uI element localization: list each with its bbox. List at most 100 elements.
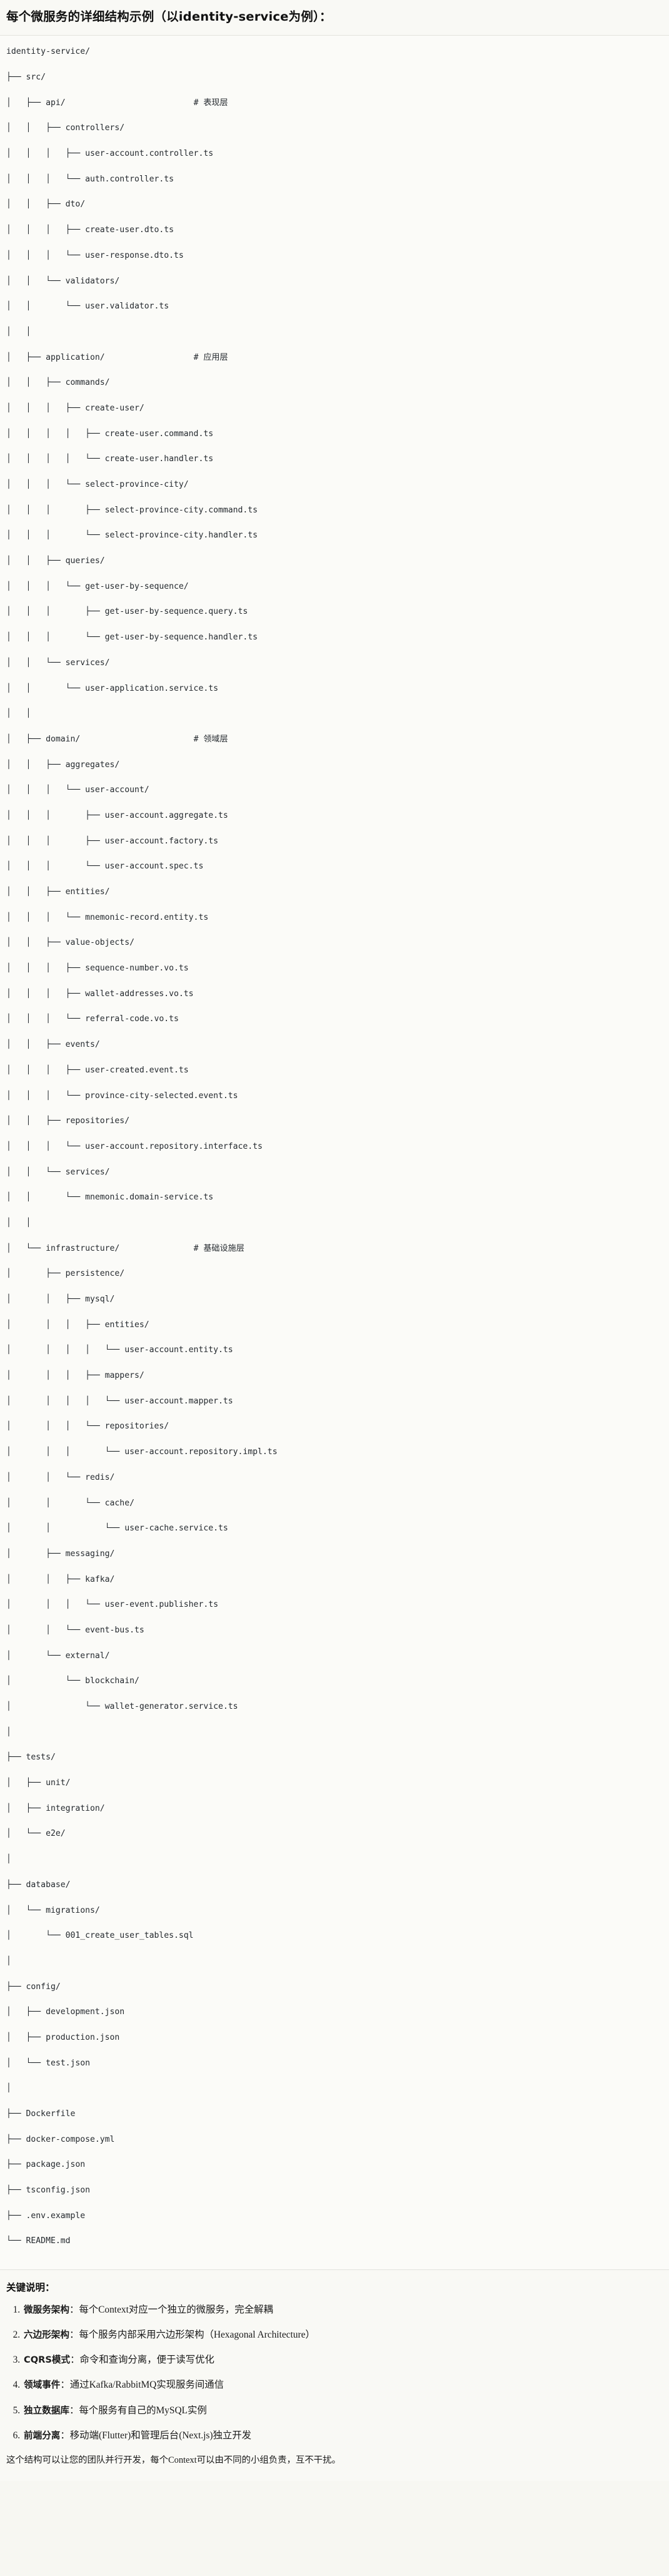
- tree-line: │ ├── production.json: [6, 2032, 120, 2042]
- key-note-term: 前端分离: [24, 2430, 61, 2441]
- tree-line-path: │ └── infrastructure/: [6, 1243, 194, 1253]
- key-note-term: 微服务架构: [24, 2304, 69, 2316]
- key-note-text: ：通过Kafka/RabbitMQ实现服务间通信: [60, 2380, 224, 2391]
- tree-line: ├── Dockerfile: [6, 2109, 76, 2119]
- key-note-text: ：移动端(Flutter)和管理后台(Next.js)独立开发: [60, 2430, 252, 2441]
- directory-tree: identity-service/ ├── src/ │ ├── api/ # …: [6, 46, 663, 2261]
- tree-line: │ │: [6, 1218, 31, 1228]
- tree-line: │ └── infrastructure/ # 基础设施层: [6, 1243, 663, 1255]
- tree-line: │ │ │ │ ├── create-user.command.ts: [6, 429, 214, 439]
- tree-line: │ │: [6, 327, 31, 337]
- key-note-text: ：每个Context对应一个独立的微服务，完全解耦: [69, 2304, 273, 2316]
- tree-line: │ ├── domain/ # 领域层: [6, 733, 663, 746]
- tree-line: │ └── blockchain/: [6, 1676, 139, 1686]
- tree-line-path: │ ├── api/: [6, 98, 194, 108]
- tree-line: ├── package.json: [6, 2160, 86, 2170]
- tree-line: │ ├── messaging/: [6, 1549, 115, 1559]
- tree-line: │ │ │ └── province-city-selected.event.t…: [6, 1091, 238, 1101]
- tree-line: │ │ │ └── auth.controller.ts: [6, 174, 174, 184]
- tree-line: │ └── e2e/: [6, 1829, 66, 1839]
- key-note-item: 微服务架构：每个Context对应一个独立的微服务，完全解耦: [23, 2303, 663, 2317]
- tree-line: │: [6, 2084, 11, 2094]
- tree-line: │ │ ├── commands/: [6, 378, 110, 388]
- tree-line: │ ├── persistence/: [6, 1269, 125, 1279]
- tree-line: ├── config/: [6, 1982, 61, 1992]
- tree-line: │ ├── application/ # 应用层: [6, 352, 663, 364]
- key-note-text: ：命令和查询分离，便于读写优化: [70, 2355, 214, 2366]
- tree-line-comment: # 应用层: [193, 352, 228, 362]
- tree-line: │ │ │ └── user-account/: [6, 785, 149, 795]
- tree-line: ├── src/: [6, 73, 46, 82]
- tree-line: │ │ │ └── select-province-city.handler.t…: [6, 531, 258, 541]
- tree-line: │ │ │ └── referral-code.vo.ts: [6, 1014, 179, 1024]
- tree-line: │ └── wallet-generator.service.ts: [6, 1702, 238, 1711]
- tree-line: │ │ ├── value-objects/: [6, 938, 134, 948]
- tree-line: │ │ ├── mysql/: [6, 1295, 115, 1304]
- tree-line: │ │ └── redis/: [6, 1472, 115, 1482]
- tree-line: │ │ └── services/: [6, 658, 110, 668]
- tree-line: │ │ └── user-application.service.ts: [6, 683, 218, 693]
- tree-line: │ │: [6, 709, 31, 719]
- tree-line: │ │ ├── queries/: [6, 556, 105, 566]
- tree-line: │ │ │ └── user-account.repository.impl.t…: [6, 1447, 278, 1457]
- tree-line: │ │ ├── dto/: [6, 200, 86, 210]
- tree-line: │ │ │ │ └── user-account.entity.ts: [6, 1345, 233, 1355]
- tree-line: │: [6, 1956, 11, 1966]
- tree-line: │ └── migrations/: [6, 1905, 100, 1915]
- tree-line: ├── .env.example: [6, 2211, 86, 2221]
- tree-line: │ │ ├── controllers/: [6, 123, 125, 133]
- tree-line: │ │ │ └── get-user-by-sequence.handler.t…: [6, 633, 258, 643]
- tree-line: │ │ └── user.validator.ts: [6, 302, 169, 312]
- tree-line: │ │ │ └── get-user-by-sequence/: [6, 581, 189, 591]
- tree-line: ├── tsconfig.json: [6, 2186, 91, 2196]
- tree-line: │ │ └── user-cache.service.ts: [6, 1524, 228, 1534]
- key-note-text: ：每个服务有自己的MySQL实例: [69, 2405, 207, 2416]
- tree-line: │ │ │ └── repositories/: [6, 1422, 169, 1432]
- tree-line: │ │ ├── aggregates/: [6, 760, 120, 770]
- tree-line: │ │ │ │ └── create-user.handler.ts: [6, 454, 214, 464]
- tree-line: │ │ ├── repositories/: [6, 1116, 130, 1126]
- tree-line-comment: # 领域层: [193, 734, 228, 744]
- tree-line: │: [6, 1727, 11, 1737]
- tree-line: identity-service/: [6, 47, 91, 57]
- tree-line: └── README.md: [6, 2236, 71, 2246]
- key-note-item: 六边形架构：每个服务内部采用六边形架构（Hexagonal Architectu…: [23, 2328, 663, 2342]
- tree-line: │ │ │ ├── user-account.aggregate.ts: [6, 810, 228, 820]
- tree-line: │ │ │ ├── get-user-by-sequence.query.ts: [6, 607, 248, 617]
- key-note-item: 领域事件：通过Kafka/RabbitMQ实现服务间通信: [23, 2378, 663, 2392]
- tree-line: │ │ ├── events/: [6, 1040, 100, 1050]
- tree-line: │ │ │ ├── select-province-city.command.t…: [6, 505, 258, 515]
- key-note-item: 前端分离：移动端(Flutter)和管理后台(Next.js)独立开发: [23, 2428, 663, 2443]
- key-note-text: ：每个服务内部采用六边形架构（Hexagonal Architecture）: [69, 2329, 315, 2341]
- tree-line: │ ├── development.json: [6, 2007, 125, 2017]
- tree-line-path: │ ├── application/: [6, 352, 194, 362]
- key-note-term: CQRS模式: [24, 2355, 71, 2366]
- tree-line: │ │ │ ├── user-account.factory.ts: [6, 836, 218, 846]
- tree-line-path: │ ├── domain/: [6, 734, 194, 744]
- tree-line: │ ├── integration/: [6, 1803, 105, 1813]
- key-note-term: 独立数据库: [24, 2405, 69, 2416]
- tree-line: │ ├── unit/: [6, 1778, 71, 1788]
- tree-line: │ │ │ └── user-account.spec.ts: [6, 862, 204, 872]
- tree-line: │ │ │ ├── user-account.controller.ts: [6, 149, 214, 159]
- tree-line: │ │ └── validators/: [6, 276, 120, 286]
- tree-line: │ │ │ └── user-event.publisher.ts: [6, 1600, 218, 1610]
- tree-line: ├── database/: [6, 1880, 71, 1890]
- tree-line: │: [6, 1855, 11, 1865]
- directory-tree-block: identity-service/ ├── src/ │ ├── api/ # …: [0, 36, 669, 2271]
- tree-line: │ │ │ └── mnemonic-record.entity.ts: [6, 912, 209, 922]
- key-notes-list: 微服务架构：每个Context对应一个独立的微服务，完全解耦六边形架构：每个服务…: [6, 2303, 663, 2443]
- tree-line: │ │ │ ├── mappers/: [6, 1371, 144, 1381]
- tree-line: │ │ │ ├── create-user.dto.ts: [6, 225, 174, 235]
- tree-line: │ │ │ ├── sequence-number.vo.ts: [6, 964, 189, 974]
- tree-line: │ │ └── cache/: [6, 1498, 134, 1508]
- key-notes-section: 关键说明： 微服务架构：每个Context对应一个独立的微服务，完全解耦六边形架…: [0, 2270, 669, 2482]
- tree-line: │ │ │ ├── user-created.event.ts: [6, 1065, 189, 1075]
- closing-paragraph: 这个结构可以让您的团队并行开发，每个Context可以由不同的小组负责，互不干扰…: [6, 2455, 341, 2465]
- tree-line: │ └── test.json: [6, 2058, 91, 2068]
- tree-line: │ ├── api/ # 表现层: [6, 97, 663, 109]
- tree-line: │ │ │ └── user-account.repository.interf…: [6, 1141, 263, 1151]
- tree-line: │ │ │ └── select-province-city/: [6, 480, 189, 489]
- tree-line: │ └── external/: [6, 1651, 110, 1661]
- tree-line: │ │ └── services/: [6, 1167, 110, 1177]
